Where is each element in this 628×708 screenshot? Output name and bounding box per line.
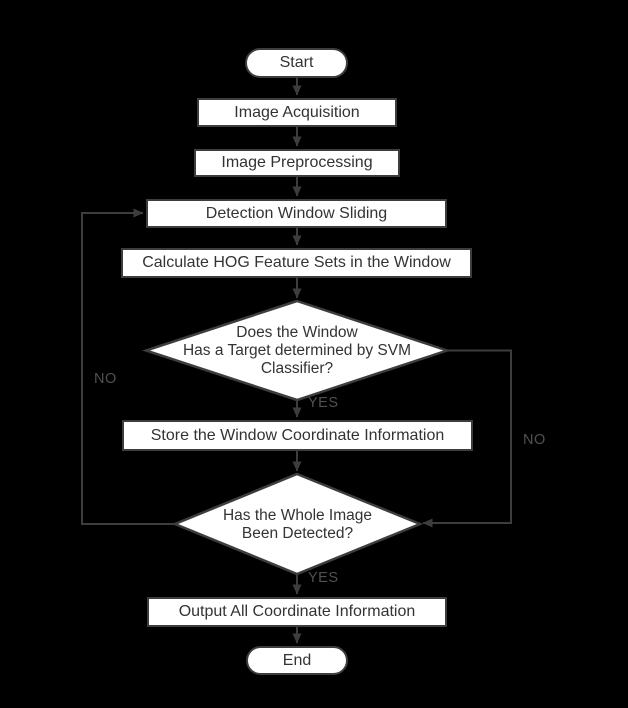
svm-decision-diamond [141,299,451,402]
end-node: End [246,646,348,675]
whole-image-decision-diamond [171,472,424,576]
image-preprocessing-node: Image Preprocessing [194,149,400,177]
svm-no-label: NO [523,432,546,448]
svm-decision-text: Does the Window Has a Target determined … [182,324,412,377]
image-acquisition-node: Image Acquisition [197,98,397,127]
svm-yes-label: YES [308,395,339,411]
store-coordinates-node: Store the Window Coordinate Information [122,420,473,451]
connector-whole-no-loop [81,208,175,525]
whole-image-yes-label: YES [308,570,339,586]
start-node: Start [245,48,348,78]
output-coordinates-node: Output All Coordinate Information [147,597,447,627]
whole-image-no-label: NO [94,371,117,387]
connector-svm-no-branch [422,349,512,528]
calculate-hog-node: Calculate HOG Feature Sets in the Window [121,248,472,278]
whole-image-decision-text: Has the Whole Image Been Detected? [222,506,373,542]
detection-window-sliding-node: Detection Window Sliding [146,199,447,228]
